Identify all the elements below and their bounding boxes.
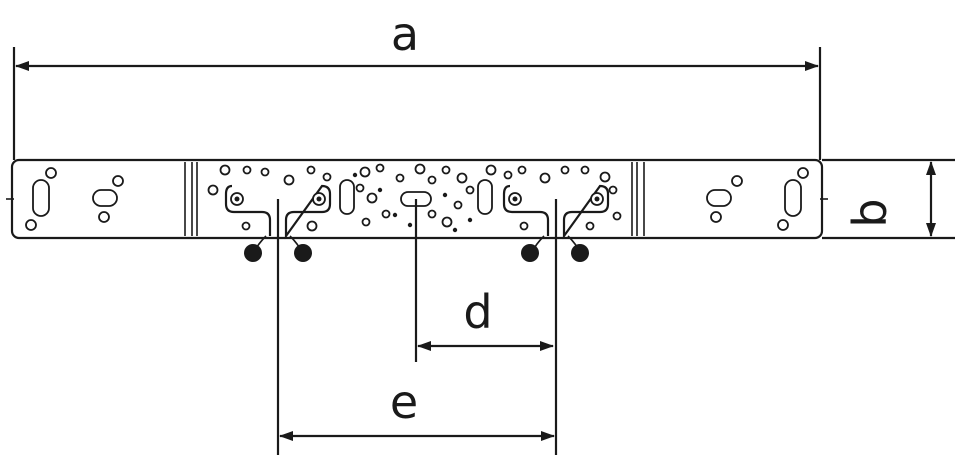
round-hole: [207, 184, 219, 196]
slot-hole: [477, 179, 493, 215]
bracket-hole-center: [594, 196, 600, 202]
round-hole: [242, 165, 252, 175]
pin-hole: [467, 217, 473, 223]
round-hole: [361, 217, 371, 227]
round-hole: [560, 165, 570, 175]
round-hole: [710, 211, 722, 223]
pin-hole: [442, 192, 448, 198]
slot-hole: [32, 179, 50, 217]
round-hole: [219, 164, 231, 176]
round-hole: [427, 209, 437, 219]
round-hole: [366, 192, 378, 204]
dimension-b-label: b: [843, 198, 897, 227]
center-holes: [207, 163, 622, 233]
bracket-hole-center: [316, 196, 322, 202]
pin-hole: [352, 172, 358, 178]
round-hole: [608, 185, 618, 195]
left-bracket: [224, 184, 332, 262]
round-hole: [453, 200, 463, 210]
dimension-b: b: [822, 158, 955, 240]
dimension-e: e: [276, 236, 558, 455]
round-hole: [612, 211, 622, 221]
round-hole: [283, 174, 295, 186]
round-hole: [580, 165, 590, 175]
round-hole: [45, 167, 57, 179]
pin-hole: [392, 212, 398, 218]
round-hole: [441, 216, 453, 228]
round-hole: [517, 165, 527, 175]
screw-head-icon: [571, 244, 589, 262]
round-hole: [98, 211, 110, 223]
round-hole: [456, 172, 468, 184]
bracket-outline: [502, 184, 610, 240]
round-hole: [797, 167, 809, 179]
small-hole-group: [207, 163, 622, 233]
bracket-hole-center: [512, 196, 518, 202]
dimension-d: d: [414, 199, 554, 362]
round-hole: [539, 172, 551, 184]
round-hole: [465, 185, 475, 195]
round-hole: [260, 167, 270, 177]
round-hole: [322, 172, 332, 182]
left-end-holes: [25, 167, 124, 231]
dimension-e-label: e: [390, 375, 418, 429]
bracket-hole-center: [234, 196, 240, 202]
round-hole: [485, 164, 497, 176]
round-hole: [25, 219, 37, 231]
screw-head-icon: [294, 244, 312, 262]
round-hole: [503, 170, 513, 180]
round-hole: [427, 175, 437, 185]
slot-hole: [784, 179, 802, 217]
dimension-d-label: d: [463, 285, 492, 339]
round-hole: [306, 165, 316, 175]
round-hole: [359, 166, 371, 178]
round-hole: [355, 183, 365, 193]
round-hole: [599, 171, 611, 183]
round-hole: [731, 175, 743, 187]
round-hole: [112, 175, 124, 187]
slot-hole: [339, 179, 355, 215]
dimension-a-label: a: [391, 7, 419, 61]
round-hole: [241, 221, 251, 231]
pin-hole: [452, 227, 458, 233]
screw-head-icon: [244, 244, 262, 262]
right-bracket: [502, 184, 610, 262]
round-hole: [375, 163, 385, 173]
pin-hole: [377, 187, 383, 193]
slot-hole: [92, 189, 118, 207]
pin-hole: [407, 222, 413, 228]
round-hole: [381, 209, 391, 219]
round-hole: [395, 173, 405, 183]
dimension-a: a: [12, 7, 822, 160]
round-hole: [306, 220, 318, 232]
slot-hole: [706, 189, 732, 207]
round-hole: [777, 219, 789, 231]
bracket-outline: [224, 184, 332, 240]
round-hole: [519, 221, 529, 231]
round-hole: [414, 163, 426, 175]
round-hole: [441, 165, 451, 175]
right-end-holes: [706, 167, 809, 231]
screw-head-icon: [521, 244, 539, 262]
rail-body: [6, 158, 828, 240]
round-hole: [585, 221, 595, 231]
